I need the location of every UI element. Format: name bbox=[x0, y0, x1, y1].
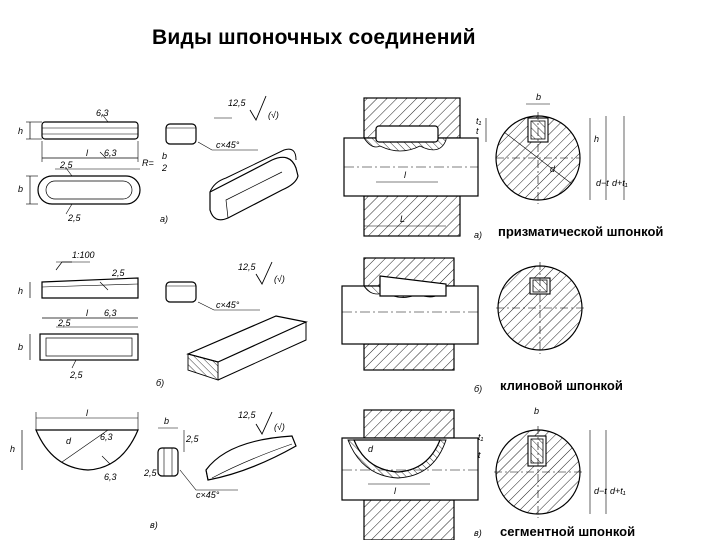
label-Rd-a: 2 bbox=[161, 163, 167, 173]
key-in-slot-a bbox=[375, 125, 439, 143]
hub-bottom-a bbox=[363, 195, 461, 237]
label-slope-b: 1:100 bbox=[72, 250, 95, 260]
hub-top-c bbox=[363, 409, 455, 439]
label-l-joint-c: l bbox=[394, 486, 397, 496]
row-b-joint bbox=[341, 257, 584, 371]
prismatic-key-section bbox=[165, 123, 197, 145]
segment-key-side-view bbox=[35, 429, 139, 471]
wedge-key-in-slot bbox=[379, 275, 447, 297]
label-Rb-a: b bbox=[162, 151, 167, 161]
caption-a: призматической шпонкой bbox=[498, 224, 663, 239]
row-c-joint-labels: d l b t₁ t d−t d+t₁ в) сегментной шпонко… bbox=[368, 406, 635, 539]
row-a-labels: h 6,3 l 6,3 2,5 R= b 2 b 2,5 c×45° 12,5 … bbox=[18, 98, 279, 224]
segment-key-in-slot bbox=[353, 439, 441, 473]
label-dt-c: d−t bbox=[594, 486, 607, 496]
label-l-c: l bbox=[86, 408, 89, 418]
label-t-c: t bbox=[478, 450, 481, 460]
label-variant-b: б) bbox=[156, 378, 164, 388]
label-b-joint-c: b bbox=[534, 406, 539, 416]
label-b-joint-a: b bbox=[536, 92, 541, 102]
label-63-c2: 6,3 bbox=[104, 472, 117, 482]
label-rough2-a: (√) bbox=[268, 110, 279, 120]
row-c-joint bbox=[341, 409, 607, 540]
label-chamfer-a: c×45° bbox=[216, 140, 240, 150]
label-dt-a: d−t bbox=[596, 178, 609, 188]
label-25-c1: 2,5 bbox=[185, 434, 200, 444]
label-h-b: h bbox=[18, 286, 23, 296]
label-variant-joint-a: а) bbox=[474, 230, 482, 240]
label-l-b: l bbox=[86, 308, 89, 318]
label-63-a1: 6,3 bbox=[96, 108, 109, 118]
row-b-key-drawings bbox=[29, 261, 308, 381]
label-R-a: R= bbox=[142, 158, 154, 168]
hub-bottom-b bbox=[363, 343, 455, 371]
label-63-c1: 6,3 bbox=[100, 432, 113, 442]
label-dt1-c: d+t₁ bbox=[610, 486, 626, 496]
label-chamfer-b: c×45° bbox=[216, 300, 240, 310]
label-d-joint-c: d bbox=[368, 444, 374, 454]
caption-c: сегментной шпонкой bbox=[500, 524, 635, 539]
row-c-labels: l d 6,3 h 6,3 b 2,5 2,5 c×45° 12,5 (√) в… bbox=[10, 408, 285, 530]
prismatic-key-side-view bbox=[41, 121, 139, 140]
label-63-a2: 6,3 bbox=[104, 148, 117, 158]
label-rough2-c: (√) bbox=[274, 422, 285, 432]
label-25-c2: 2,5 bbox=[143, 468, 158, 478]
segment-key-section bbox=[157, 447, 179, 477]
row-a-joint bbox=[343, 97, 625, 237]
wedge-key-side-view bbox=[41, 277, 139, 299]
label-chamfer-c: c×45° bbox=[196, 490, 220, 500]
wedge-key-plan-view bbox=[39, 333, 139, 361]
label-L-joint-a: L bbox=[400, 214, 405, 224]
row-c-key-drawings bbox=[21, 411, 297, 491]
label-25-b3: 2,5 bbox=[69, 370, 84, 380]
label-t1-a: t₁ bbox=[476, 116, 482, 126]
row-a-joint-labels: l L b t t₁ h d−t d+t₁ d а) призматическо… bbox=[400, 92, 663, 240]
label-b-a: b bbox=[18, 184, 23, 194]
label-rough-c: 12,5 bbox=[238, 410, 257, 420]
label-h-joint-a: h bbox=[594, 134, 599, 144]
label-h-c: h bbox=[10, 444, 15, 454]
label-h-a: h bbox=[18, 126, 23, 136]
caption-b: клиновой шпонкой bbox=[500, 378, 623, 393]
hub-bottom-c bbox=[363, 499, 455, 540]
prismatic-key-plan-view bbox=[37, 175, 141, 205]
label-l-joint-a: l bbox=[404, 170, 407, 180]
row-a-key-drawings bbox=[26, 95, 299, 221]
label-variant-joint-b: б) bbox=[474, 384, 482, 394]
label-rough-a: 12,5 bbox=[228, 98, 247, 108]
label-t1-c: t₁ bbox=[478, 432, 484, 442]
label-rough-b: 12,5 bbox=[238, 262, 257, 272]
label-25-a2: 2,5 bbox=[67, 213, 82, 223]
label-t-a: t bbox=[476, 126, 479, 136]
label-b-c: b bbox=[164, 416, 169, 426]
page-title: Виды шпоночных соединений bbox=[152, 26, 476, 49]
label-25-a1: 2,5 bbox=[59, 160, 74, 170]
label-dt1-a: d+t₁ bbox=[612, 178, 628, 188]
label-63-b: 6,3 bbox=[104, 308, 117, 318]
prismatic-key-3d-view bbox=[209, 156, 299, 221]
label-rough2-b: (√) bbox=[274, 274, 285, 284]
label-25-b2: 2,5 bbox=[57, 318, 72, 328]
label-variant-a: а) bbox=[160, 214, 168, 224]
wedge-key-3d-top bbox=[186, 315, 308, 363]
label-variant-c: в) bbox=[150, 520, 158, 530]
label-b-b: b bbox=[18, 342, 23, 352]
wedge-key-section bbox=[165, 281, 197, 303]
label-variant-joint-c: в) bbox=[474, 528, 482, 538]
segment-key-3d-view bbox=[205, 435, 297, 481]
label-d-a: d bbox=[550, 164, 556, 174]
row-b-joint-labels: б) клиновой шпонкой bbox=[474, 378, 623, 394]
label-25-b1: 2,5 bbox=[111, 268, 126, 278]
label-l-a: l bbox=[86, 148, 89, 158]
label-d-c: d bbox=[66, 436, 72, 446]
row-b-labels: 1:100 2,5 h l 6,3 2,5 b 2,5 c×45° 12,5 (… bbox=[18, 250, 285, 388]
